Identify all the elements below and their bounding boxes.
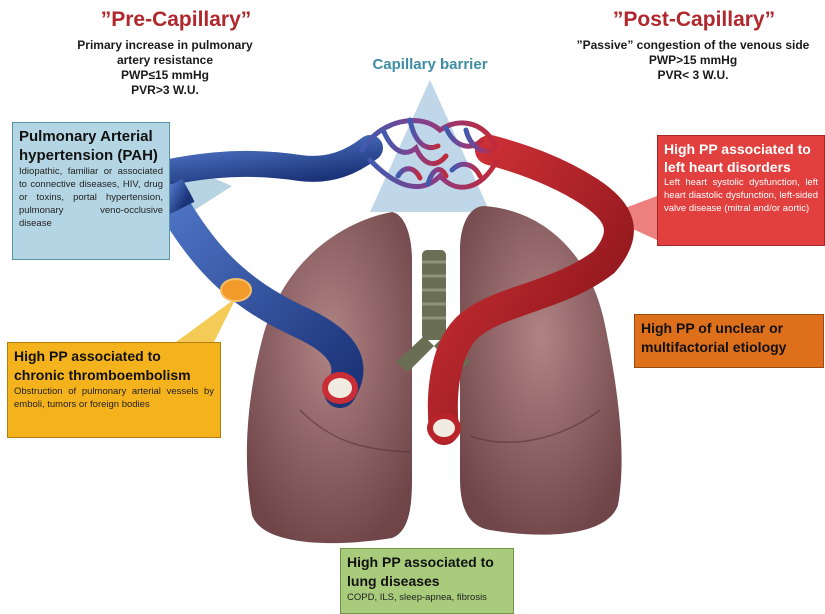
unclear-etiology-box: High PP of unclear or multifactorial eti… — [634, 314, 824, 368]
left-heart-title: High PP associated to left heart disorde… — [664, 140, 818, 176]
lung-diseases-title: High PP associated to lung diseases — [347, 553, 507, 591]
cteph-callout-wedge — [176, 298, 236, 342]
pre-capillary-pwp: PWP≤15 mmHg — [52, 68, 278, 83]
thromboembolism-title: High PP associated to chronic thromboemb… — [14, 347, 214, 385]
left-heart-description: Left heart systolic dysfunction, left he… — [664, 176, 818, 215]
pre-capillary-title: ”Pre-Capillary” — [96, 8, 256, 32]
pah-description: Idiopathic, familiar or associated to co… — [19, 165, 163, 230]
embolus-dot — [221, 279, 251, 301]
post-capillary-title: ”Post-Capillary” — [604, 8, 784, 32]
capillary-barrier-label: Capillary barrier — [340, 56, 520, 73]
pah-title: Pulmonary Arterial hypertension (PAH) — [19, 127, 163, 165]
pre-capillary-line-1: Primary increase in pulmonary — [52, 38, 278, 53]
thromboembolism-box: High PP associated to chronic thromboemb… — [7, 342, 221, 438]
post-capillary-description: ”Passive” congestion of the venous side … — [568, 38, 818, 83]
pulmonary-artery — [170, 148, 370, 172]
post-capillary-pvr: PVR< 3 W.U. — [568, 68, 818, 83]
lung-diseases-description: COPD, ILS, sleep-apnea, fibrosis — [347, 591, 507, 604]
pre-capillary-description: Primary increase in pulmonary artery res… — [52, 38, 278, 98]
left-heart-box: High PP associated to left heart disorde… — [657, 135, 825, 246]
post-capillary-line-1: ”Passive” congestion of the venous side — [568, 38, 818, 53]
pre-capillary-line-2: artery resistance — [52, 53, 278, 68]
post-capillary-pwp: PWP>15 mmHg — [568, 53, 818, 68]
pah-box: Pulmonary Arterial hypertension (PAH) Id… — [12, 122, 170, 260]
pre-capillary-pvr: PVR>3 W.U. — [52, 83, 278, 98]
lung-diseases-box: High PP associated to lung diseases COPD… — [340, 548, 514, 614]
unclear-etiology-title: High PP of unclear or multifactorial eti… — [641, 319, 817, 357]
thromboembolism-description: Obstruction of pulmonary arterial vessel… — [14, 385, 214, 411]
